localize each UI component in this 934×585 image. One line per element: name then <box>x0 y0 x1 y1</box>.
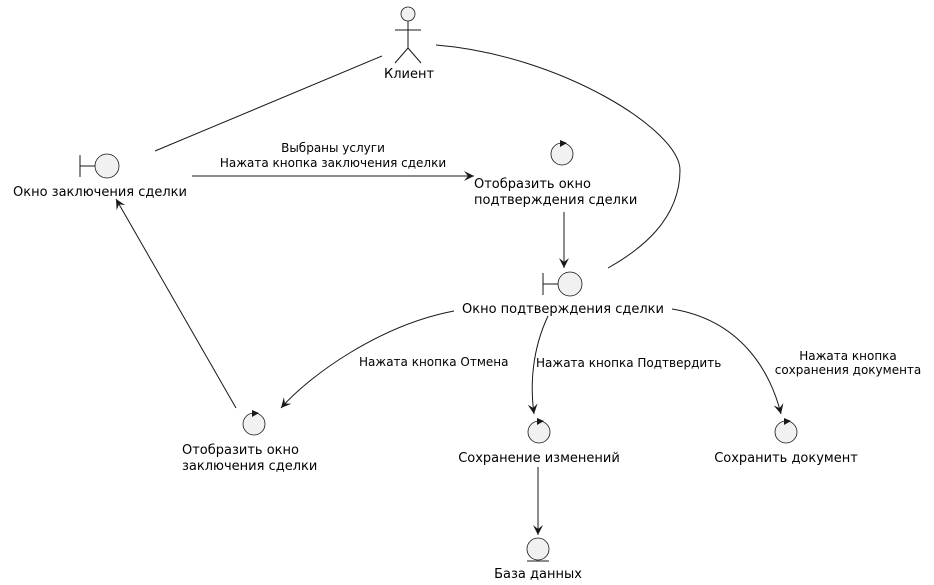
control-icon <box>527 418 551 444</box>
boundary-deal-window: Окно заключения сделки <box>13 153 187 200</box>
control-show-deal: Отобразить окно заключения сделки <box>182 410 317 474</box>
edge-services-selected-label-1: Выбраны услуги <box>281 141 385 155</box>
edge-show-deal-to-deal-window <box>115 198 237 409</box>
control-save-document: Сохранить документ <box>714 418 858 466</box>
edge-confirm-label: Нажата кнопка Подтвердить <box>536 356 721 370</box>
edge-services-selected-label-2: Нажата кнопка заключения сделки <box>220 156 446 170</box>
actor-client-label: Клиент <box>384 67 434 82</box>
boundary-confirm-window-label: Окно подтверждения сделки <box>462 302 664 317</box>
association-client-deal-window <box>154 55 383 152</box>
control-save-document-label: Сохранить документ <box>714 451 858 466</box>
boundary-icon <box>542 271 583 297</box>
control-show-confirm-label-1: Отобразить окно <box>474 177 591 192</box>
control-show-deal-label-1: Отобразить окно <box>182 443 299 458</box>
boundary-icon <box>79 153 120 179</box>
edge-cancel-label: Нажата кнопка Отмена <box>359 355 508 369</box>
actor-client: Клиент <box>384 6 434 82</box>
stick-figure-actor-icon <box>394 6 422 64</box>
association-client-confirm-window <box>435 44 681 269</box>
boundary-confirm-window: Окно подтверждения сделки <box>462 271 664 317</box>
control-icon <box>774 418 798 444</box>
edge-cancel <box>280 310 455 409</box>
control-icon <box>242 410 266 436</box>
entity-icon <box>526 537 550 562</box>
control-save-changes-label: Сохранение изменений <box>458 451 620 466</box>
entity-database: База данных <box>494 537 582 582</box>
edge-save-document <box>671 308 784 415</box>
edge-confirm <box>527 315 549 415</box>
entity-database-label: База данных <box>494 567 582 582</box>
edge-save-doc-label-2: сохранения документа <box>775 363 922 377</box>
control-show-confirm: Отобразить окно подтверждения сделки <box>474 140 637 208</box>
control-show-deal-label-2: заключения сделки <box>182 459 317 474</box>
edge-save-doc-label-1: Нажата кнопка <box>799 349 897 363</box>
control-save-changes: Сохранение изменений <box>458 418 620 466</box>
control-icon <box>550 140 574 166</box>
boundary-deal-window-label: Окно заключения сделки <box>13 185 187 200</box>
control-show-confirm-label-2: подтверждения сделки <box>474 193 637 208</box>
